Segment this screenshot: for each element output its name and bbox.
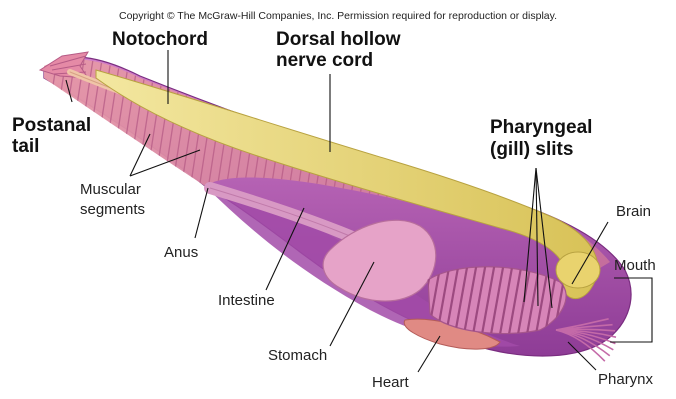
label-anus: Anus [164,245,198,262]
label-postanal-line2: tail [12,137,39,158]
label-dorsal-line1: Dorsal hollow [276,30,401,51]
copyright-notice: Copyright © The McGraw-Hill Companies, I… [0,10,676,22]
label-pharynx: Pharynx [598,372,653,389]
label-mouth: Mouth [614,258,656,275]
label-notochord: Notochord [112,30,208,51]
label-pharyngeal-line2: (gill) slits [490,140,573,161]
label-dorsal-line2: nerve cord [276,51,373,72]
label-muscular-line2: segments [80,202,145,219]
label-pharyngeal-line1: Pharyngeal [490,118,592,139]
label-intestine: Intestine [218,293,275,310]
leader-anus [195,188,208,238]
label-brain: Brain [616,204,651,221]
muscle-segment-line [20,40,60,300]
label-stomach: Stomach [268,348,327,365]
label-heart: Heart [372,375,409,392]
label-muscular-line1: Muscular [80,182,141,199]
brain-organ [556,252,600,288]
leader-heart [418,336,440,372]
label-postanal-line1: Postanal [12,116,91,137]
